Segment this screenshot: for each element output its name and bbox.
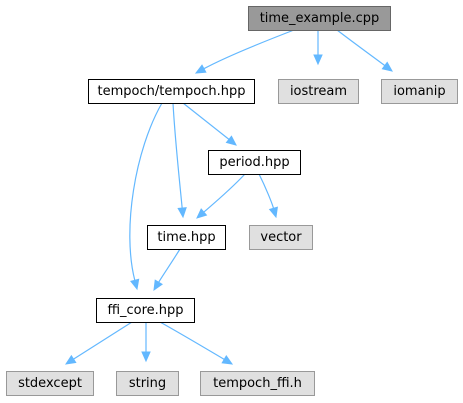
node-iomanip: iomanip	[381, 79, 458, 104]
edge-line	[182, 102, 230, 140]
node-label: stdexcept	[18, 376, 82, 391]
edge-line	[172, 102, 183, 209]
node-label: tempoch/tempoch.hpp	[98, 84, 246, 99]
node-time-example: time_example.cpp	[248, 6, 391, 31]
arrowhead-icon	[194, 64, 207, 74]
edge-tempoch_hpp-to-time_hpp	[172, 102, 187, 219]
edge-ffi_core_hpp-to-stdexcept	[64, 321, 133, 365]
edge-time_hpp-to-ffi_core_hpp	[153, 248, 181, 292]
edge-line	[203, 29, 295, 70]
arrowhead-icon	[196, 208, 208, 219]
node-label: iostream	[290, 84, 347, 99]
arrowhead-icon	[221, 355, 234, 365]
arrowhead-icon	[153, 279, 163, 292]
node-tempoch-ffi-h: tempoch_ffi.h	[200, 371, 315, 396]
node-box	[6, 371, 94, 396]
edge-layer	[64, 29, 393, 365]
arrowhead-icon	[141, 351, 151, 363]
node-ffi-core-hpp[interactable]: ffi_core.hpp	[96, 298, 195, 323]
edge-line	[158, 248, 181, 283]
node-iostream: iostream	[278, 79, 359, 104]
node-label: ffi_core.hpp	[107, 303, 183, 318]
node-label: vector	[260, 230, 302, 245]
node-box	[278, 79, 359, 104]
arrowhead-icon	[268, 206, 278, 219]
arrowhead-icon	[177, 207, 187, 219]
node-box	[147, 225, 226, 250]
edge-line	[73, 321, 133, 360]
arrowhead-icon	[225, 135, 237, 146]
edge-line	[258, 173, 275, 209]
edge-period_hpp-to-time_hpp	[196, 173, 246, 219]
node-stdexcept: stdexcept	[6, 371, 94, 396]
node-box	[248, 6, 391, 31]
edge-period_hpp-to-vector	[258, 173, 278, 219]
edge-tempoch_hpp-to-period_hpp	[182, 102, 237, 146]
edge-line	[159, 321, 225, 360]
edge-time_example-to-tempoch_hpp	[194, 29, 295, 74]
node-label: iomanip	[393, 84, 445, 99]
node-box	[208, 150, 301, 175]
node-box	[116, 371, 179, 396]
arrowhead-icon	[130, 278, 140, 291]
arrowhead-icon	[313, 54, 323, 66]
edge-line	[203, 173, 246, 213]
node-label: period.hpp	[219, 155, 289, 170]
edge-line	[129, 102, 163, 281]
node-time-hpp[interactable]: time.hpp	[147, 225, 226, 250]
edge-ffi_core_hpp-to-tempoch_ffi_h	[159, 321, 234, 365]
node-label: time_example.cpp	[260, 11, 380, 26]
node-box	[88, 79, 255, 104]
arrowhead-icon	[64, 354, 77, 365]
node-box	[249, 225, 313, 250]
node-label: tempoch_ffi.h	[213, 376, 302, 391]
edge-tempoch_hpp-to-ffi_core_hpp	[129, 102, 163, 291]
node-period-hpp[interactable]: period.hpp	[208, 150, 301, 175]
node-label: time.hpp	[157, 230, 215, 245]
node-tempoch-hpp[interactable]: tempoch/tempoch.hpp	[88, 79, 255, 104]
arrowhead-icon	[381, 61, 393, 72]
node-string: string	[116, 371, 179, 396]
node-box	[381, 79, 458, 104]
node-box	[96, 298, 195, 323]
edge-line	[336, 29, 386, 67]
edge-ffi_core_hpp-to-string	[141, 322, 151, 363]
edge-time_example-to-iostream	[313, 30, 323, 66]
node-label: string	[129, 376, 166, 391]
node-box	[200, 371, 315, 396]
edge-time_example-to-iomanip	[336, 29, 393, 72]
node-vector: vector	[249, 225, 313, 250]
node-layer: time_example.cpp tempoch/tempoch.hpp iostr…	[6, 6, 458, 396]
